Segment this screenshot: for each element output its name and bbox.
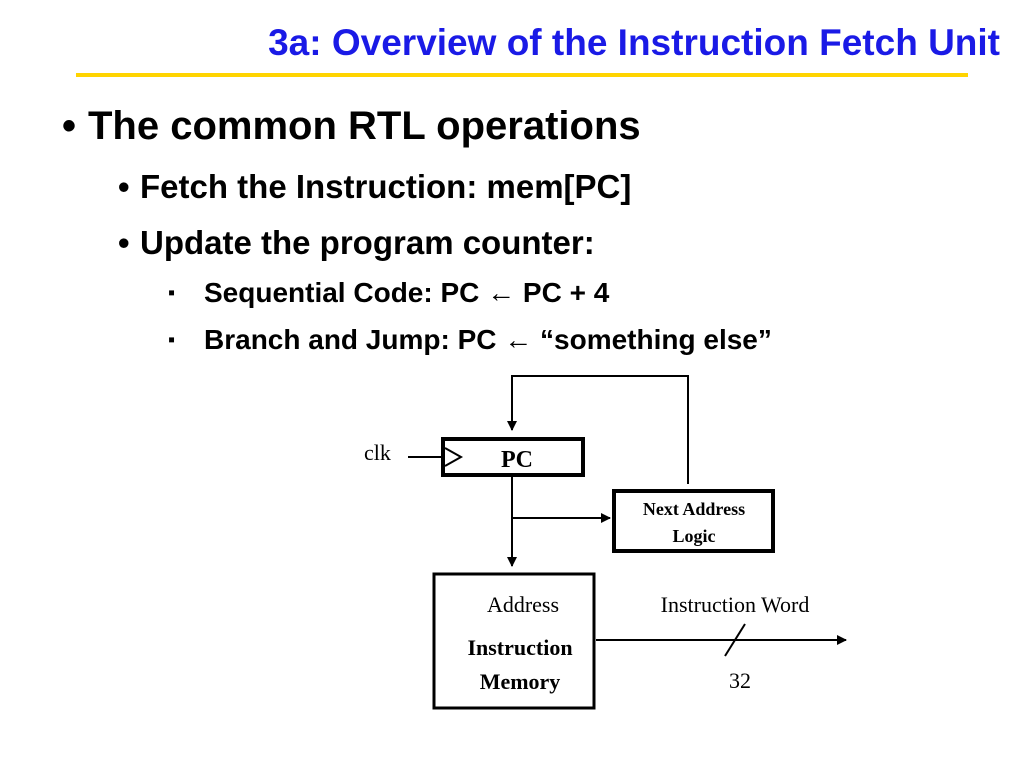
slide-title: 3a: Overview of the Instruction Fetch Un… — [268, 22, 1000, 63]
next-address-label-1: Next Address — [643, 499, 745, 519]
bullet-sequential-code: ▪ Sequential Code: PC ← PC + 4 — [168, 277, 609, 309]
bullet-marker: • — [118, 224, 130, 261]
feedback-wire — [507, 375, 689, 484]
instruction-memory-label-2: Memory — [480, 669, 561, 694]
bullet-text: Sequential Code: PC ← PC + 4 — [204, 277, 610, 308]
title-underline — [76, 73, 968, 77]
bullet-text: Update the program counter: — [140, 224, 595, 261]
address-port-label: Address — [487, 592, 559, 617]
next-address-logic-box — [612, 489, 775, 553]
bus-width-label: 32 — [729, 668, 751, 693]
pc-register — [441, 437, 585, 477]
bullet-marker: • — [62, 104, 77, 148]
bullet-update-pc: • Update the program counter: — [118, 224, 595, 262]
instruction-memory-label-1: Instruction — [467, 635, 572, 660]
instruction-memory-box — [432, 572, 596, 710]
bullet-text: The common RTL operations — [88, 104, 641, 148]
bullet-marker: • — [118, 168, 130, 205]
bullet-text: Branch and Jump: PC ← “something else” — [204, 324, 772, 355]
bus-width-slash — [724, 623, 746, 657]
clk-label: clk — [364, 440, 391, 465]
bullet-text: Fetch the Instruction: mem[PC] — [140, 168, 632, 205]
clock-edge-icon — [444, 447, 464, 467]
bullet-rtl-operations: •The common RTL operations — [62, 104, 641, 149]
bullet-marker: ▪ — [168, 282, 176, 304]
bullet-fetch-instruction: • Fetch the Instruction: mem[PC] — [118, 168, 631, 206]
bullet-marker: ▪ — [168, 329, 176, 351]
next-address-label-2: Logic — [673, 526, 716, 546]
pc-label: PC — [501, 447, 533, 473]
bullet-branch-jump: ▪ Branch and Jump: PC ← “something else” — [168, 324, 772, 356]
instruction-word-label: Instruction Word — [661, 592, 810, 617]
